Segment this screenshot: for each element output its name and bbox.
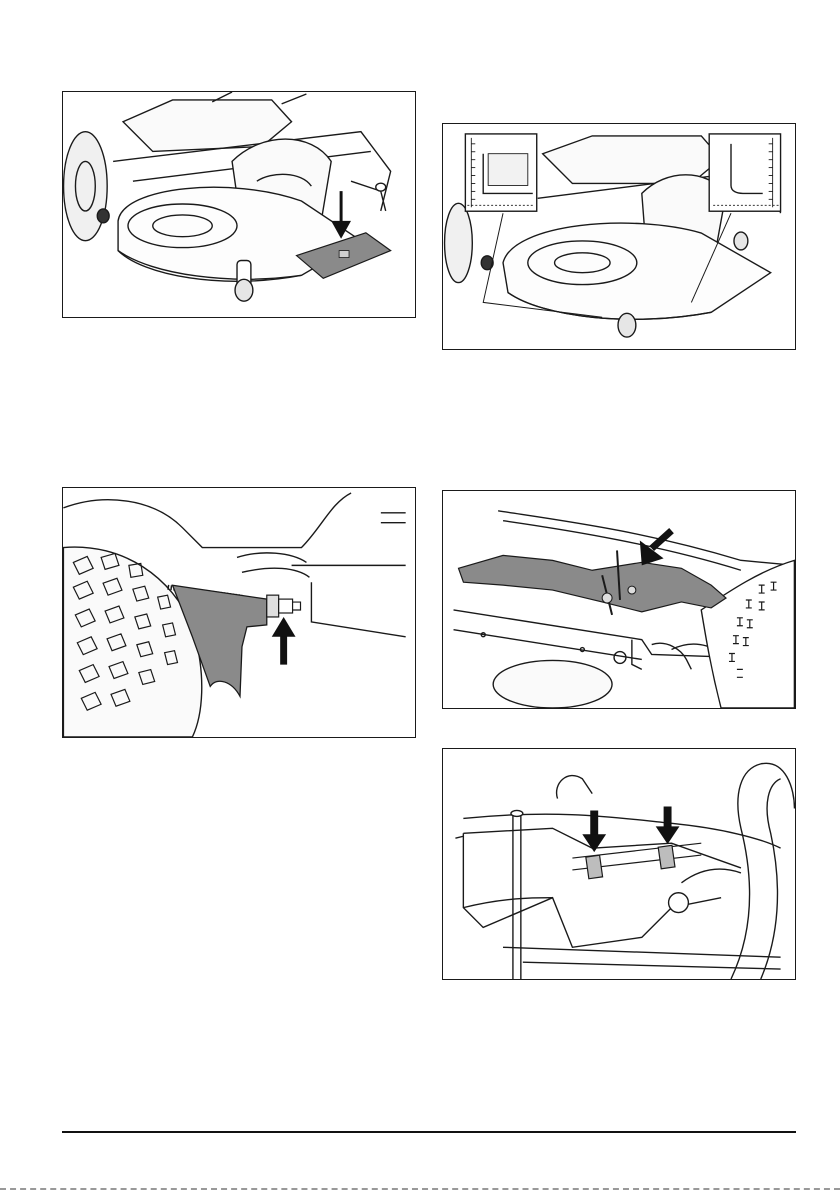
deck-linkage-adjustment-illustration [443, 491, 795, 708]
cutting-height-gauge-illustration [443, 124, 795, 349]
footer-rule [62, 1131, 796, 1133]
figure-deck-plate [62, 91, 416, 318]
page-edge-dash [0, 1188, 840, 1190]
figure-rod-nuts [442, 748, 796, 980]
figure-height-gauge [442, 123, 796, 350]
mower-deck-on-plate-illustration [63, 92, 415, 317]
figure-wheel-bracket [62, 487, 416, 738]
wheel-bracket-bolt-illustration [63, 488, 415, 737]
rod-nuts-adjustment-illustration [443, 749, 795, 979]
figure-deck-linkage [442, 490, 796, 709]
